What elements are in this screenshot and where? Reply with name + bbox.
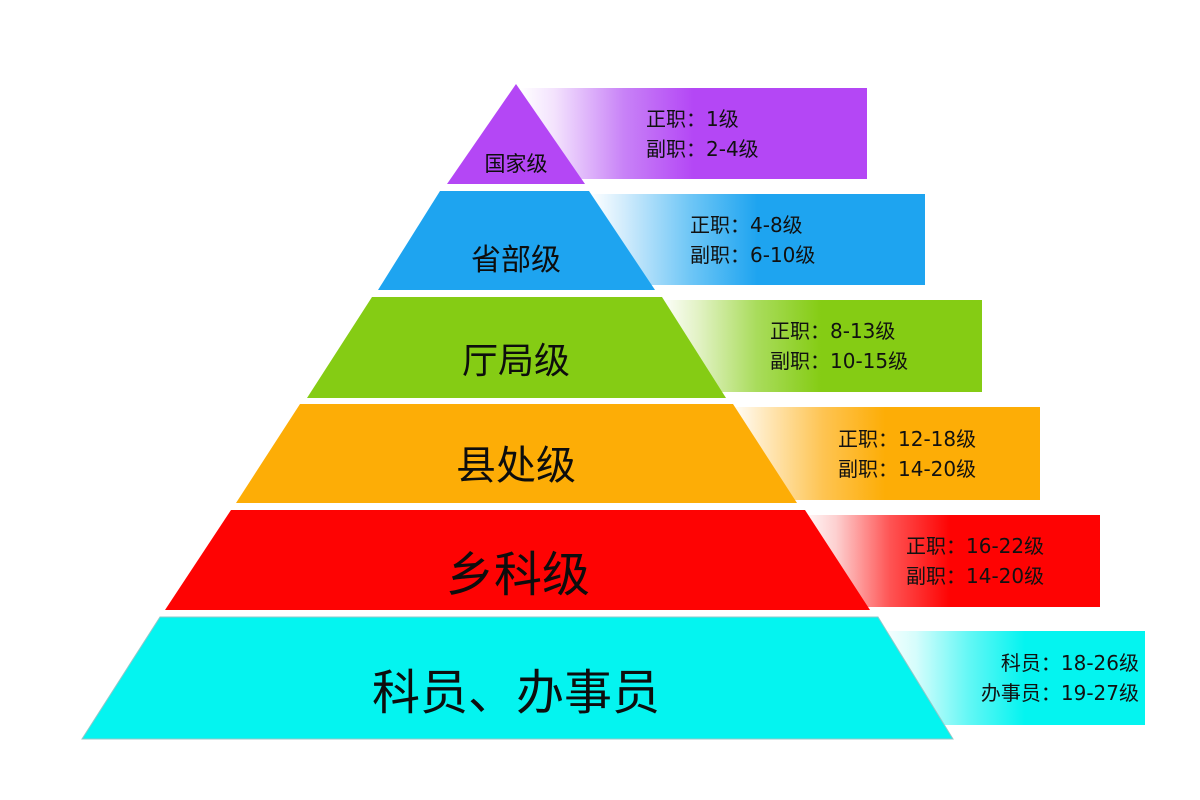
info-line-deputy: 副职：10-15级 bbox=[770, 349, 909, 373]
info-line-principal: 正职：16-22级 bbox=[906, 534, 1045, 558]
tier-label-township: 乡科级 bbox=[445, 547, 591, 603]
info-line-deputy: 副职：14-20级 bbox=[906, 564, 1045, 588]
info-line-deputy: 副职：6-10级 bbox=[690, 242, 816, 267]
info-line-principal: 正职：8-13级 bbox=[770, 319, 896, 343]
info-box-county: 正职：12-18级 副职：14-20级 bbox=[730, 407, 1040, 500]
tier-label-bureau: 厅局级 bbox=[461, 341, 571, 382]
info-line-principal: 正职：4-8级 bbox=[690, 212, 803, 237]
info-line-office-worker: 办事员：19-27级 bbox=[980, 681, 1139, 705]
tier-label-clerk: 科员、办事员 bbox=[371, 665, 661, 721]
tier-label-national: 国家级 bbox=[484, 152, 548, 176]
info-line-principal: 正职：12-18级 bbox=[838, 426, 977, 451]
info-line-deputy: 副职：14-20级 bbox=[838, 456, 977, 481]
info-box-bureau: 正职：8-13级 副职：10-15级 bbox=[660, 300, 982, 392]
info-box-national: 正职：1级 副职：2-4级 bbox=[520, 88, 867, 179]
info-line-deputy: 副职：2-4级 bbox=[646, 136, 759, 161]
info-box-provincial: 正职：4-8级 副职：6-10级 bbox=[590, 194, 925, 285]
tier-label-provincial: 省部级 bbox=[471, 243, 561, 278]
info-line-clerk: 科员：18-26级 bbox=[1000, 651, 1139, 675]
tier-label-county: 县处级 bbox=[456, 443, 576, 489]
info-line-principal: 正职：1级 bbox=[646, 106, 739, 131]
